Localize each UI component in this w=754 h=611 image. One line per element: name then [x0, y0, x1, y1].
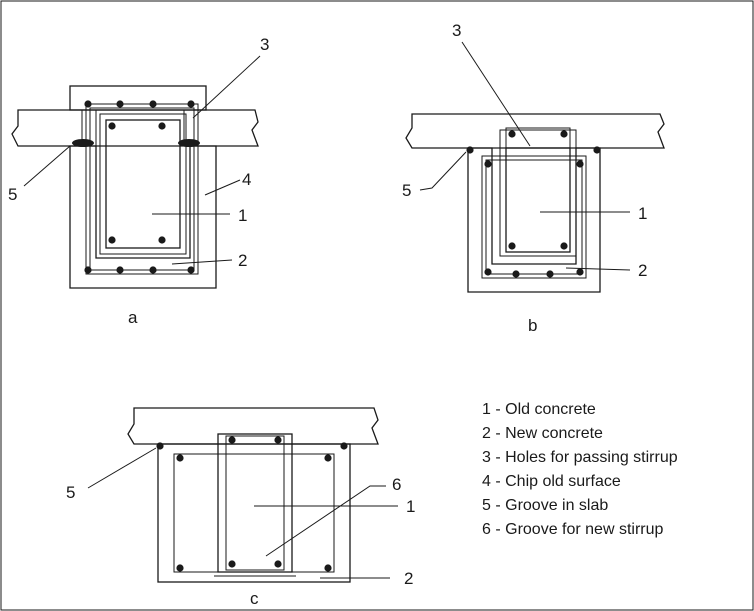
leader-4a — [204, 179, 241, 196]
rebar — [156, 442, 164, 450]
rebar — [340, 442, 348, 450]
stirrup-b — [481, 155, 587, 279]
rebar — [576, 268, 584, 276]
rebar — [149, 266, 157, 274]
callout-1: 1 — [238, 206, 247, 225]
rebar-old — [228, 436, 236, 444]
callout-5: 5 — [66, 483, 75, 502]
groove-left-a — [72, 139, 94, 147]
rebar-old — [508, 130, 516, 138]
old-beam-chip-a — [99, 113, 187, 255]
rebar — [576, 160, 584, 168]
rebar — [116, 266, 124, 274]
rebar-old — [228, 560, 236, 568]
groove-right-a — [178, 139, 200, 147]
stirrup-a — [85, 103, 199, 275]
old-beam-chip-b — [499, 129, 577, 257]
legend-item-2: 2 - New concrete — [482, 425, 603, 442]
legend: 1 - Old concrete 2 - New concrete 3 - Ho… — [482, 401, 678, 538]
rebar — [187, 266, 195, 274]
slab-b — [405, 113, 665, 149]
slab-a — [11, 109, 259, 147]
rebar — [484, 160, 492, 168]
rebar-old — [560, 130, 568, 138]
old-beam-a — [105, 119, 181, 249]
rebar — [546, 270, 554, 278]
top-cap-a — [69, 85, 207, 111]
callout-1: 1 — [638, 204, 647, 223]
old-beam-b — [505, 147, 571, 253]
callout-3: 3 — [260, 35, 269, 54]
stirrup-inner-c — [225, 435, 285, 571]
stirrup-c — [173, 453, 335, 573]
rebar — [176, 564, 184, 572]
rebar — [593, 146, 601, 154]
leader-3b — [461, 41, 531, 147]
callout-3: 3 — [452, 21, 461, 40]
leader-2a — [171, 259, 233, 265]
rebar — [149, 100, 157, 108]
leader-3a — [192, 55, 261, 119]
callout-4: 4 — [242, 170, 251, 189]
rebar-old — [108, 236, 116, 244]
diagram-c: 5 6 1 2 c — [66, 407, 415, 608]
leader-5a — [23, 145, 71, 187]
rebar — [84, 266, 92, 274]
jacket-c — [157, 443, 351, 583]
caption-b: b — [528, 316, 537, 335]
rebar — [116, 100, 124, 108]
rebar — [324, 454, 332, 462]
rebar — [466, 146, 474, 154]
rebar-old — [560, 242, 568, 250]
leader-6c — [265, 485, 386, 557]
leader-5b — [419, 151, 467, 191]
caption-a: a — [128, 308, 138, 327]
slab-c — [127, 407, 379, 445]
callout-1: 1 — [406, 497, 415, 516]
rebar — [176, 454, 184, 462]
legend-item-1: 1 - Old concrete — [482, 401, 596, 418]
rebar-old — [158, 236, 166, 244]
old-beam-top-b — [505, 127, 571, 149]
rebar — [484, 268, 492, 276]
callout-5: 5 — [402, 181, 411, 200]
callout-6: 6 — [392, 475, 401, 494]
caption-c: c — [250, 589, 259, 608]
legend-item-3: 3 - Holes for passing stirrup — [482, 449, 678, 466]
old-beam-c — [217, 433, 293, 573]
callout-2: 2 — [404, 569, 413, 588]
stirrup-inner-b — [485, 159, 583, 275]
callout-2: 2 — [238, 251, 247, 270]
leader-2b — [565, 267, 631, 271]
legend-item-4: 4 - Chip old surface — [482, 473, 621, 490]
rebar — [324, 564, 332, 572]
rebar-old — [508, 242, 516, 250]
diagram-a: 3 5 4 1 2 a — [8, 35, 269, 327]
legend-item-5: 5 - Groove in slab — [482, 497, 608, 514]
callout-5: 5 — [8, 185, 17, 204]
rebar — [187, 100, 195, 108]
diagram-b: 3 5 1 2 b — [402, 21, 665, 335]
rebar-old — [108, 122, 116, 130]
rebar — [84, 100, 92, 108]
rebar-old — [274, 436, 282, 444]
callout-2: 2 — [638, 261, 647, 280]
rebar-old — [158, 122, 166, 130]
rebar-old — [274, 560, 282, 568]
leader-5c — [87, 447, 157, 489]
legend-item-6: 6 - Groove for new stirrup — [482, 521, 664, 538]
rebar — [512, 270, 520, 278]
